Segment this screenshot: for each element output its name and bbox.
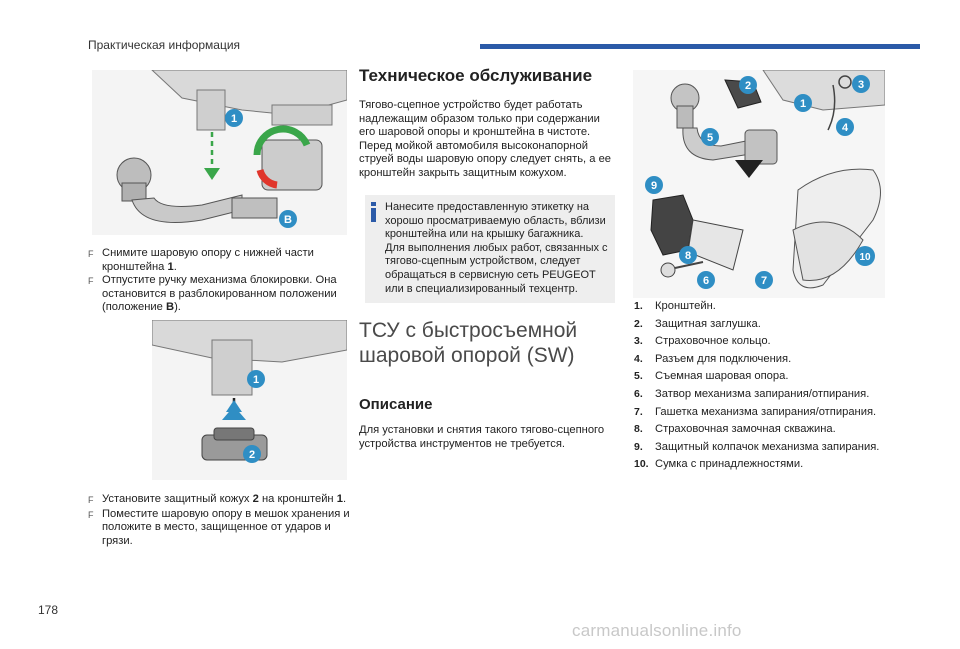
instruction-item: F Отпустите ручку механизма блокировки. … [88, 274, 337, 314]
maintenance-heading: Техническое обслуживание [359, 66, 593, 85]
figure-ball-removal: 1 B [92, 70, 347, 235]
figure-cover-install: 1 2 [152, 320, 347, 480]
bullet-marker: F [88, 249, 94, 259]
list-item: 2.Защитная заглушка. [634, 317, 761, 330]
instructions-storage: F Установите защитный кожух 2 на кронште… [88, 493, 350, 548]
callout-b: B [284, 214, 292, 226]
section-title: Практическая информация [88, 38, 241, 52]
list-item: 4.Разъем для подключения. [634, 352, 792, 365]
list-item: 6.Затвор механизма запирания/отпирания. [634, 387, 870, 400]
instruction-item: F Поместите шаровую опору в мешок хранен… [88, 507, 350, 547]
callout-5: 5 [707, 132, 713, 144]
list-item: 10.Сумка с принадлежностями. [634, 458, 804, 471]
list-item: 1.Кронштейн. [634, 300, 716, 312]
figure-towbar-components: 2 3 1 4 5 9 8 6 7 10 [633, 70, 885, 298]
description-text: Для установки и снятия такого тягово-сце… [359, 424, 605, 450]
callout-6: 6 [703, 275, 709, 287]
maintenance-text: Тягово-сцепное устройство будет работать… [359, 99, 614, 181]
list-item: 3.Страховочное кольцо. [634, 335, 771, 348]
description-heading: Описание [359, 396, 433, 413]
callout-9: 9 [651, 180, 657, 192]
info-note: Нанесите предоставленную этикетку на хор… [365, 195, 615, 303]
info-icon [371, 202, 376, 222]
header-accent-bar [480, 44, 920, 49]
instruction-item: F Установите защитный кожух 2 на кронште… [88, 493, 350, 508]
list-item: 7.Гашетка механизма запирания/отпирания. [634, 405, 877, 418]
callout-3: 3 [858, 79, 864, 91]
callout-7: 7 [761, 275, 767, 287]
callout-1: 1 [253, 374, 259, 386]
list-item: 8.Страховочная замочная скважина. [634, 423, 836, 436]
list-item: 9.Защитный колпачок механизма запирания. [634, 440, 880, 453]
callout-1: 1 [800, 98, 806, 110]
list-item: 5.Съемная шаровая опора. [634, 370, 789, 383]
callout-10: 10 [859, 252, 871, 263]
tsu-heading: ТСУ с быстросъемной шаровой опорой (SW) [359, 319, 578, 367]
bullet-marker: F [88, 495, 94, 505]
maintenance-paragraph-1: Тягово-сцепное устройство будет работать… [359, 99, 600, 139]
callout-2: 2 [745, 80, 751, 92]
callout-8: 8 [685, 250, 691, 262]
bullet-marker: F [88, 509, 94, 520]
callout-1: 1 [231, 113, 237, 125]
instructions-removal: F Снимите шаровую опору с нижней части к… [88, 247, 350, 315]
bullet-marker: F [88, 276, 94, 287]
note-text-2: Для выполнения любых работ, связанных с … [385, 241, 608, 295]
callout-2: 2 [249, 449, 255, 461]
callout-4: 4 [842, 122, 849, 134]
page-number: 178 [38, 603, 59, 617]
note-text-1: Нанесите предоставленную этикетку на хор… [385, 201, 606, 241]
maintenance-paragraph-2: Перед мойкой автомобиля высоконапорной с… [359, 139, 612, 179]
parts-list: 1.Кронштейн. 2.Защитная заглушка. 3.Стра… [634, 300, 879, 476]
instruction-item: F Снимите шаровую опору с нижней части к… [88, 247, 314, 273]
watermark: carmanualsonline.info [572, 621, 742, 640]
